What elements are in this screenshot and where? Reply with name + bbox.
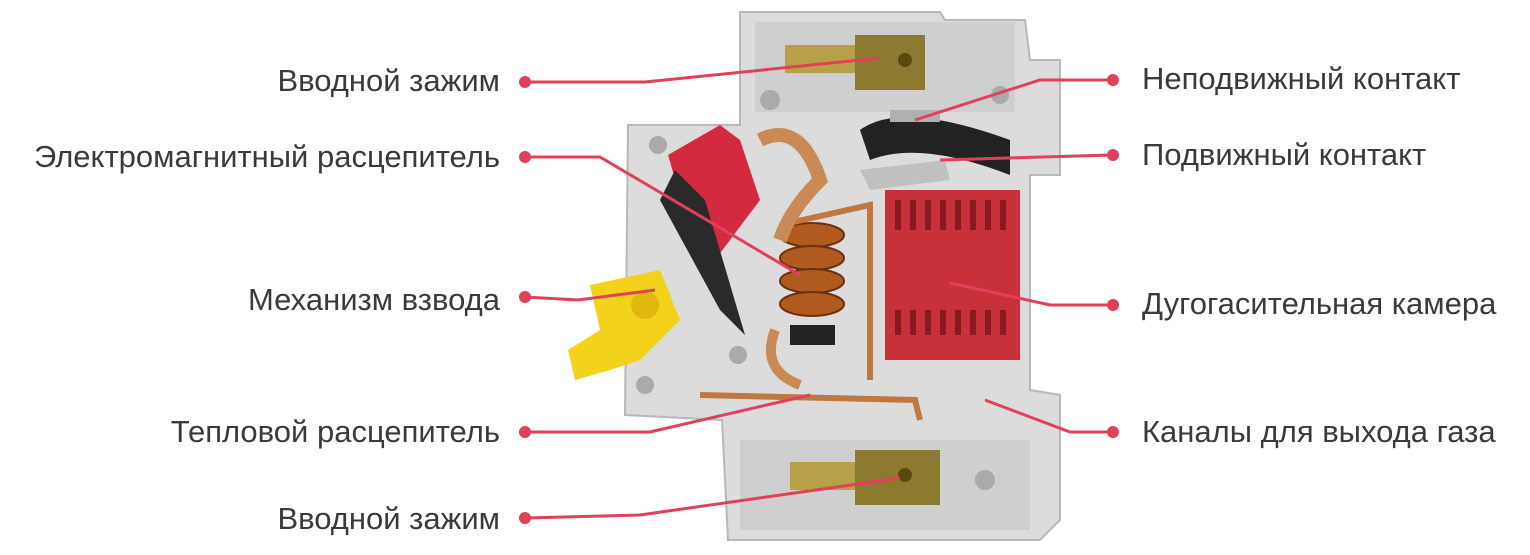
label-moving-contact: Подвижный контакт: [1142, 137, 1427, 172]
leader-lines: [524, 56, 1114, 520]
label-input-terminal-top: Вводной зажим: [277, 63, 500, 98]
leader-line-electromagnetic: [525, 155, 801, 277]
leader-line-gas-channels: [984, 398, 1113, 434]
leader-line-moving-contact: [939, 153, 1114, 162]
leader-line-arc-chamber: [949, 281, 1113, 307]
label-cocking-mechanism: Механизм взвода: [247, 282, 500, 317]
leader-line-input-top: [525, 56, 881, 84]
leader-line-thermal: [525, 393, 811, 434]
label-fixed-contact: Неподвижный контакт: [1142, 61, 1461, 96]
leader-line-input-bottom: [524, 476, 901, 520]
label-input-terminal-bottom: Вводной зажим: [277, 501, 500, 536]
label-gas-channels: Каналы для выхода газа: [1142, 414, 1496, 449]
label-thermal-release: Тепловой расцепитель: [170, 414, 500, 449]
label-electromagnetic-release: Электромагнитный расцепитель: [33, 139, 500, 174]
label-arc-chamber: Дугогасительная камера: [1142, 286, 1497, 321]
leader-dots: [519, 74, 1119, 524]
leader-line-fixed-contact: [914, 78, 1113, 122]
leader-line-mechanism: [524, 288, 656, 302]
breaker-photo: [568, 11, 1061, 541]
